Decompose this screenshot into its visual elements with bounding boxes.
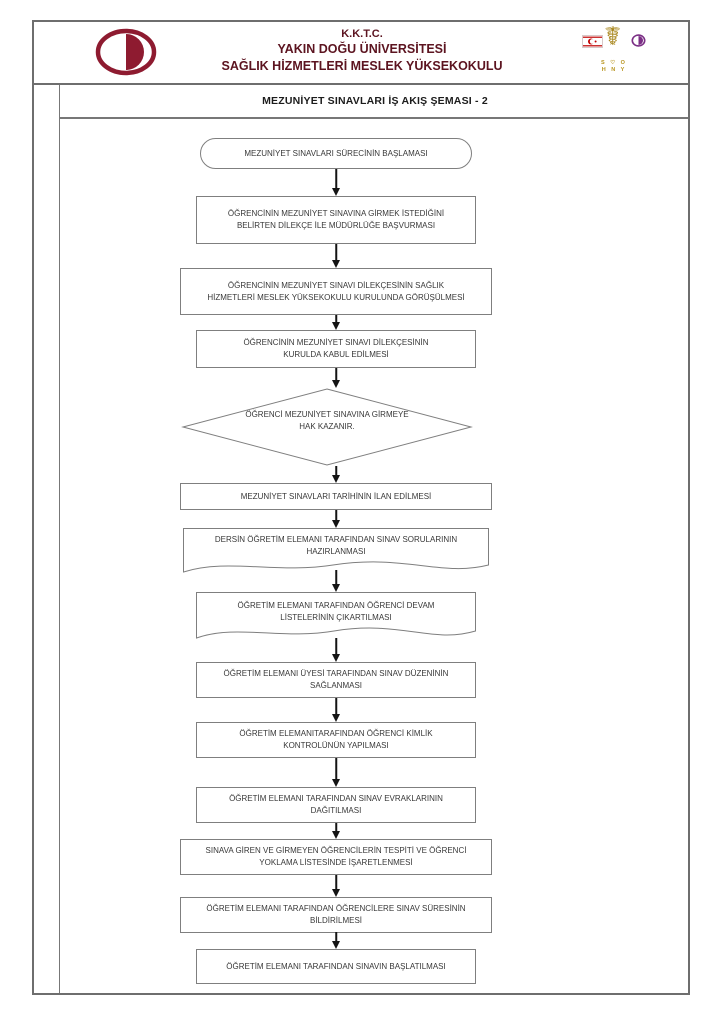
flow-node-5-decision: ÖĞRENCİ MEZUNİYET SINAVINA GİRMEYE HAK K… — [181, 388, 473, 466]
university-crescent-logo-icon — [94, 27, 158, 77]
flow-node-4-process: ÖĞRENCİNİN MEZUNİYET SINAVI DİLEKÇESİNİN… — [196, 330, 476, 368]
flow-arrow-down-icon — [331, 315, 341, 330]
flow-arrow-down-icon — [331, 169, 341, 196]
flow-arrow-down-icon — [331, 570, 341, 592]
left-margin-column-divider — [59, 85, 60, 993]
flow-arrow-down-icon — [331, 510, 341, 528]
document-shape — [196, 592, 476, 639]
document-frame — [32, 20, 690, 995]
flow-node-label: ÖĞRETİM ELEMANI TARAFINDAN SINAV EVRAKLA… — [229, 794, 443, 815]
school-medical-emblem: ☤ S ♡ O H N Y — [580, 21, 648, 78]
flow-node-13-process: ÖĞRETİM ELEMANI TARAFINDAN ÖĞRENCİLERE S… — [180, 897, 492, 933]
flow-node-label: ÖĞRETİM ELEMANITARAFINDAN ÖĞRENCİ KİMLİK… — [239, 729, 433, 750]
flow-node-10-process: ÖĞRETİM ELEMANITARAFINDAN ÖĞRENCİ KİMLİK… — [196, 722, 476, 758]
flow-node-label: ÖĞRENCİNİN MEZUNİYET SINAVI DİLEKÇESİNİN… — [243, 338, 429, 359]
flow-node-9-process: ÖĞRETİM ELEMANI ÜYESİ TARAFINDAN SINAV D… — [196, 662, 476, 698]
flow-node-1-terminator: MEZUNİYET SINAVLARI SÜRECİNİN BAŞLAMASI — [200, 138, 472, 169]
header-title-block: K.K.T.C. YAKIN DOĞU ÜNİVERSİTESİ SAĞLIK … — [170, 27, 554, 74]
flow-node-label: ÖĞRENCİ MEZUNİYET SINAVINA GİRMEYE HAK K… — [245, 410, 409, 431]
flow-node-2-process: ÖĞRENCİNİN MEZUNİYET SINAVINA GİRMEK İST… — [196, 196, 476, 244]
document-shape — [183, 528, 489, 573]
header-university: YAKIN DOĞU ÜNİVERSİTESİ — [277, 42, 447, 57]
flow-node-14-process: ÖĞRETİM ELEMANI TARAFINDAN SINAVIN BAŞLA… — [196, 949, 476, 984]
flow-node-label: ÖĞRETİM ELEMANI TARAFINDAN SINAVIN BAŞLA… — [226, 961, 446, 971]
flow-node-label: DERSİN ÖĞRETİM ELEMANI TARAFINDAN SINAV … — [214, 535, 458, 556]
flow-arrow-down-icon — [331, 758, 341, 787]
flow-arrow-down-icon — [331, 823, 341, 839]
trnc-flag-icon — [582, 35, 603, 53]
flow-node-label: ÖĞRENCİNİN MEZUNİYET SINAVI DİLEKÇESİNİN… — [207, 280, 465, 302]
flow-node-label: ÖĞRETİM ELEMANI TARAFINDAN ÖĞRENCİ DEVAM… — [237, 601, 435, 622]
title-row-divider — [60, 117, 688, 119]
flow-arrow-down-icon — [331, 368, 341, 388]
flow-node-label: SINAVA GİREN VE GİRMEYEN ÖĞRENCİLERİN TE… — [205, 846, 467, 867]
flow-arrow-down-icon — [331, 244, 341, 268]
neu-mini-circle-icon — [631, 34, 646, 52]
flow-arrow-down-icon — [331, 638, 341, 662]
emblem-letters-row2: H N Y — [601, 67, 627, 74]
emblem-letters: S ♡ O H N Y — [580, 60, 648, 74]
flow-node-7-document: DERSİN ÖĞRETİM ELEMANI TARAFINDAN SINAV … — [183, 528, 489, 578]
flow-node-12-process: SINAVA GİREN VE GİRMEYEN ÖĞRENCİLERİN TE… — [180, 839, 492, 875]
flow-arrow-down-icon — [331, 875, 341, 897]
flow-arrow-down-icon — [331, 932, 341, 949]
header-country: K.K.T.C. — [341, 28, 383, 40]
caduceus-icon: ☤ — [604, 21, 622, 51]
decision-diamond-shape — [181, 388, 473, 466]
header-school: SAĞLIK HİZMETLERİ MESLEK YÜKSEKOKULU — [221, 58, 503, 73]
flow-node-11-process: ÖĞRETİM ELEMANI TARAFINDAN SINAV EVRAKLA… — [196, 787, 476, 823]
header-divider — [34, 83, 688, 85]
flow-node-3-process: ÖĞRENCİNİN MEZUNİYET SINAVI DİLEKÇESİNİN… — [180, 268, 492, 315]
flow-node-6-process: MEZUNİYET SINAVLARI TARİHİNİN İLAN EDİLM… — [180, 483, 492, 510]
page-title: MEZUNİYET SINAVLARI İŞ AKIŞ ŞEMASI - 2 — [262, 95, 488, 107]
flow-node-label: MEZUNİYET SINAVLARI TARİHİNİN İLAN EDİLM… — [240, 491, 432, 501]
flow-node-label: MEZUNİYET SINAVLARI SÜRECİNİN BAŞLAMASI — [244, 148, 428, 158]
flow-arrow-down-icon — [331, 466, 341, 483]
emblem-letters-row1: S ♡ O — [601, 60, 627, 66]
flow-node-8-document: ÖĞRETİM ELEMANI TARAFINDAN ÖĞRENCİ DEVAM… — [196, 592, 476, 645]
flow-node-label: ÖĞRETİM ELEMANI ÜYESİ TARAFINDAN SINAV D… — [223, 669, 449, 690]
flow-node-label: ÖĞRENCİNİN MEZUNİYET SINAVINA GİRMEK İST… — [227, 209, 445, 230]
flow-node-label: ÖĞRETİM ELEMANI TARAFINDAN ÖĞRENCİLERE S… — [206, 904, 466, 925]
flow-arrow-down-icon — [331, 698, 341, 722]
